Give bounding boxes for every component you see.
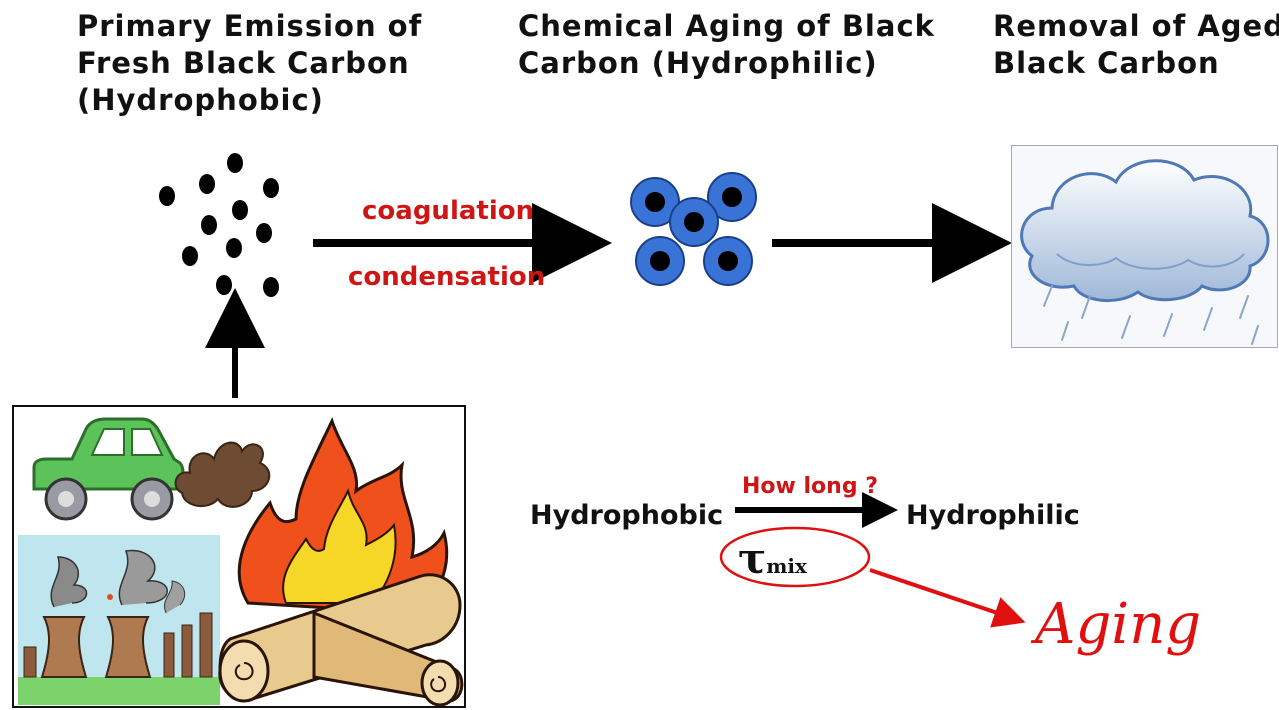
- factory-icon: [18, 535, 220, 705]
- label-hydrophilic: Hydrophilic: [906, 500, 1080, 531]
- tau-ellipse: [719, 526, 871, 588]
- aged-black-carbon-particles: [630, 172, 757, 286]
- heading-primary-emission: Primary Emission of Fresh Black Carbon (…: [77, 9, 423, 117]
- emission-sources-illustration: [18, 416, 464, 706]
- label-how-long: How long ?: [742, 474, 878, 499]
- emission-sources-panel: [12, 405, 466, 708]
- label-coagulation: coagulation: [362, 196, 535, 226]
- heading-removal: Removal of Aged Black Carbon: [993, 9, 1279, 80]
- campfire-icon: [218, 416, 464, 706]
- smoke-puff-icon: [174, 441, 271, 508]
- fresh-black-carbon-particles: [159, 153, 279, 297]
- car-icon: [32, 417, 185, 521]
- tau-symbol: τ: [738, 534, 767, 583]
- heading-chemical-aging: Chemical Aging of Black Carbon (Hydrophi…: [518, 9, 935, 80]
- rain-cloud-panel: [1011, 145, 1278, 348]
- label-condensation: condensation: [348, 262, 546, 292]
- rain-cloud-icon: [1020, 159, 1270, 345]
- tau-subscript: mix: [766, 554, 807, 578]
- aging-red-arrow: [869, 568, 1026, 628]
- tau-mix-symbol: τmix: [738, 534, 858, 583]
- label-hydrophobic: Hydrophobic: [530, 500, 724, 531]
- label-aging: Aging: [1035, 592, 1202, 657]
